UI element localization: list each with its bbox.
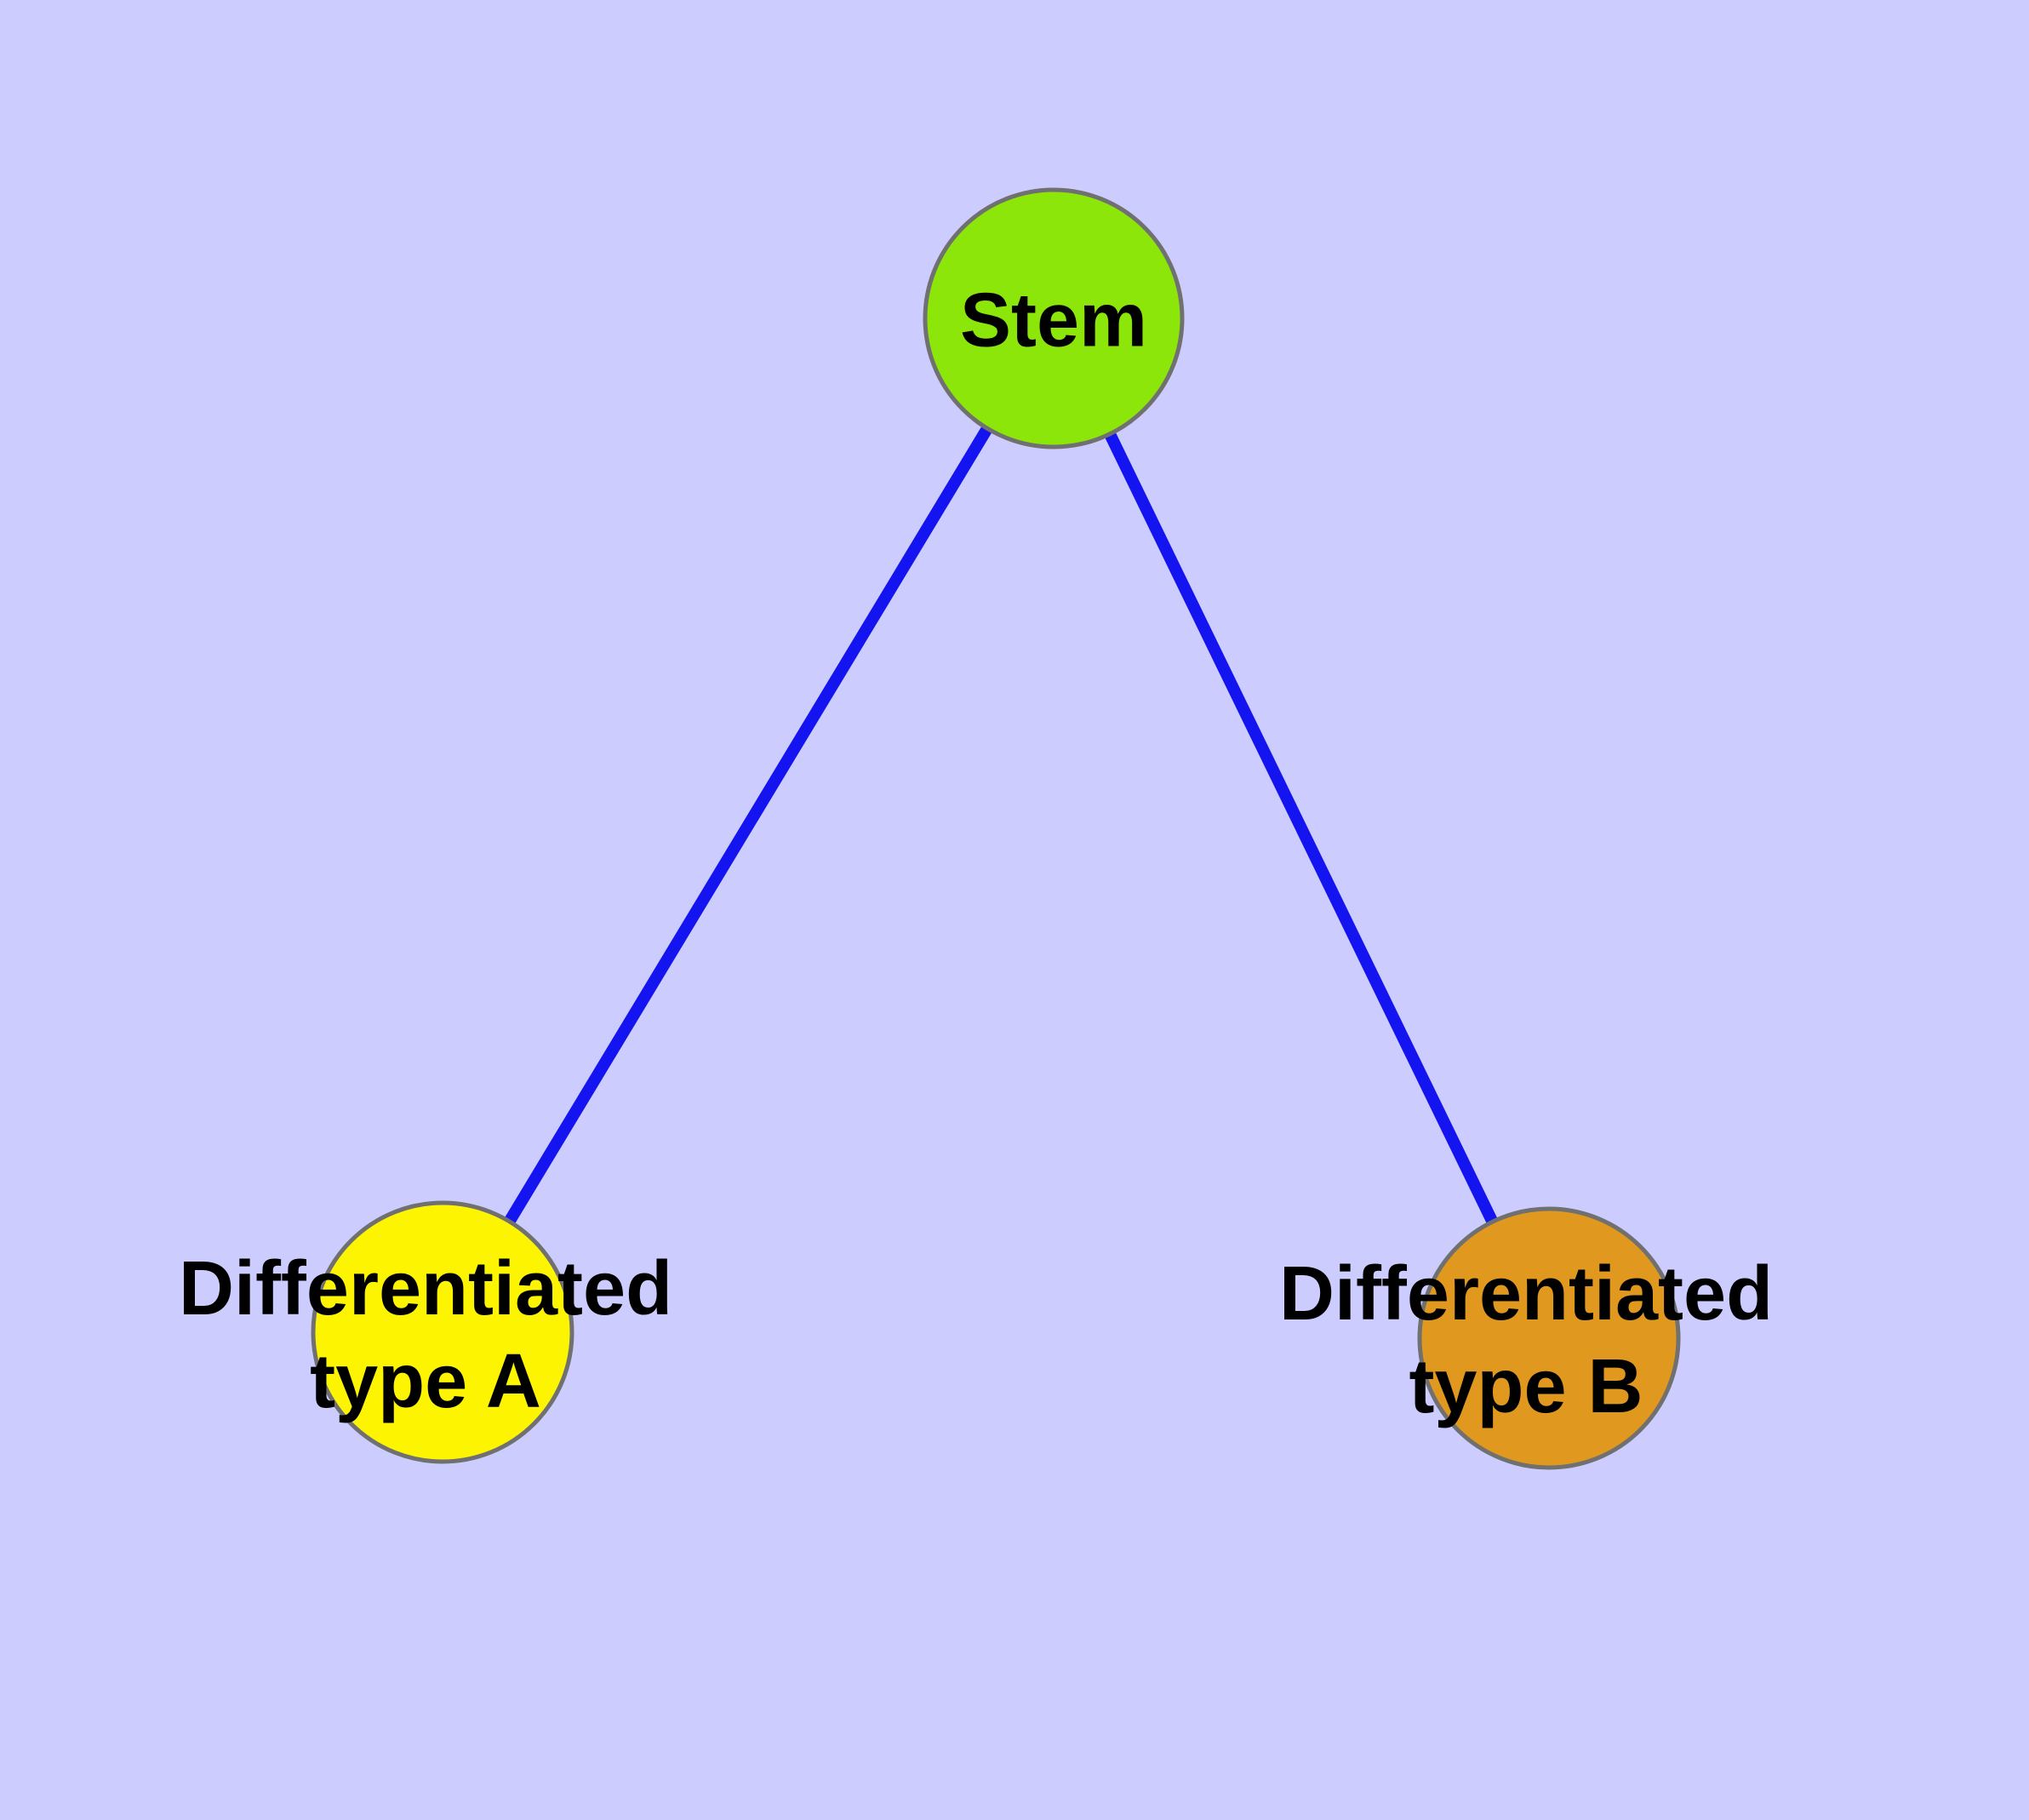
edge-stem-to-type-a — [437, 315, 1059, 1336]
node-differentiated-type-b-circle — [1417, 1206, 1681, 1470]
edge-stem-to-type-b — [1048, 315, 1555, 1342]
node-stem-circle — [923, 187, 1185, 449]
node-differentiated-type-a-circle — [311, 1200, 574, 1464]
